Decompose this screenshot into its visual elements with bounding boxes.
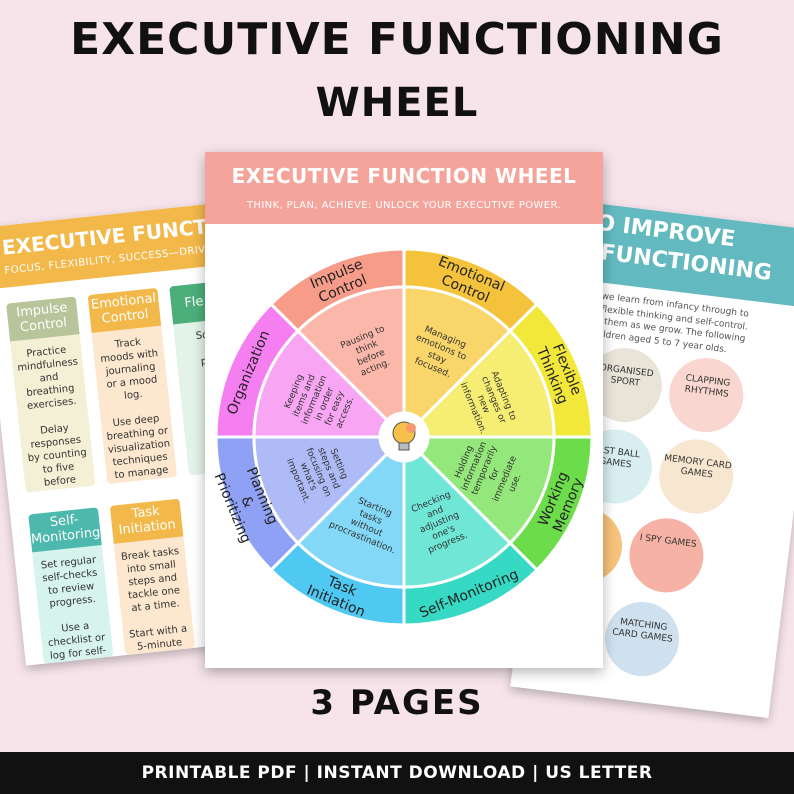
pages-count-label: 3 PAGES xyxy=(310,683,484,723)
skill-card-text: Track moods with journaling or a mood lo… xyxy=(99,336,171,484)
footer-banner: PRINTABLE PDF | INSTANT DOWNLOAD | US LE… xyxy=(0,752,794,794)
lightbulb-icon xyxy=(392,421,416,451)
activity-circle: I SPY GAMES xyxy=(625,514,708,597)
activity-circle: MEMORY CARD GAMES xyxy=(655,435,738,518)
center-page-title: EXECUTIVE FUNCTION WHEEL xyxy=(231,164,577,188)
right-page-title: TO IMPROVE E FUNCTIONING xyxy=(576,208,777,289)
skill-card-text: Set regular self-checks to review progre… xyxy=(40,554,109,664)
center-page-preview: EXECUTIVE FUNCTION WHEEL THINK, PLAN, AC… xyxy=(205,152,603,668)
main-title-line2: WHEEL xyxy=(315,80,479,126)
skill-card-text: Break tasks into small steps and tackle … xyxy=(120,545,188,655)
skill-card-text: Practice mindfulness and breathing exerc… xyxy=(16,344,88,493)
activity-circle: MATCHING CARD GAMES xyxy=(600,597,684,681)
main-title-line1: EXECUTIVE FUNCTIONING xyxy=(70,14,724,65)
activity-circle: CLAPPING RHYTHMS xyxy=(665,353,748,437)
center-page-header: EXECUTIVE FUNCTION WHEEL THINK, PLAN, AC… xyxy=(205,152,603,224)
center-page-subtitle: THINK, PLAN, ACHIEVE: UNLOCK YOUR EXECUT… xyxy=(246,200,562,211)
